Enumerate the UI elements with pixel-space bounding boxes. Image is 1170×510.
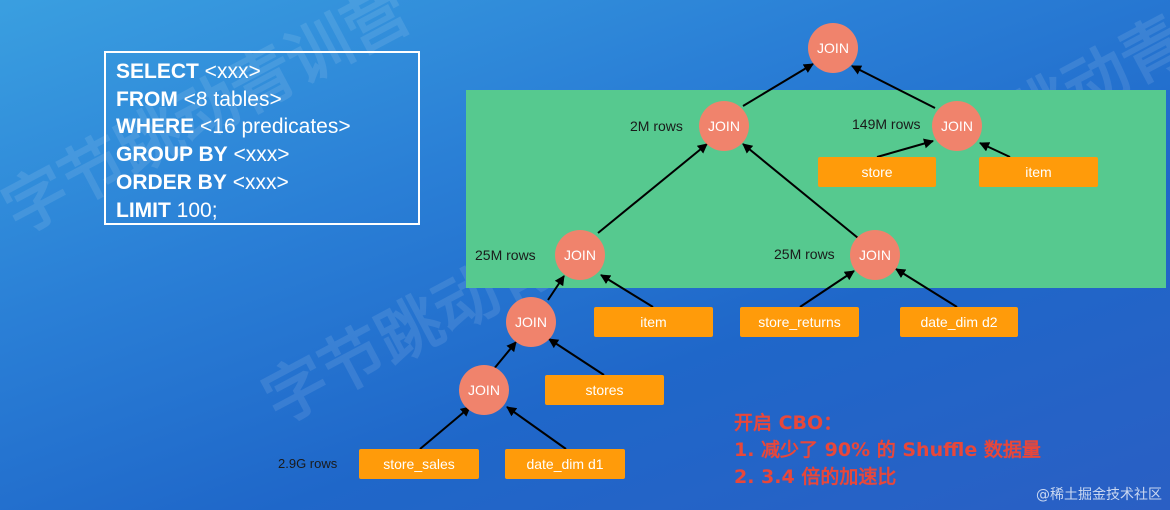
sql-keyword: GROUP BY [116,143,228,167]
edge-datedim1-to-join7 [506,406,567,450]
edge-join3-to-root [851,65,936,109]
edge-item-to-join3 [979,142,1011,158]
table-store: store [818,157,936,187]
table-date-dim-d1: date_dim d1 [505,449,625,479]
edge-stores-to-join6 [548,338,605,376]
sql-value: <xxx> [198,60,261,83]
row-count-label: 25M rows [475,247,536,263]
sql-line-group-by: GROUP BY <xxx> [116,141,408,169]
sql-line-where: WHERE <16 predicates> [116,113,408,141]
sql-line-from: FROM <8 tables> [116,86,408,114]
sql-value: <8 tables> [177,87,282,111]
sql-value: <xxx> [227,143,290,167]
sql-keyword: SELECT [116,60,199,83]
table-store-returns: store_returns [740,307,859,337]
table-stores: stores [545,375,664,405]
cbo-point-2: 2. 3.4 倍的加速比 [734,466,897,488]
sql-query-box: SELECT <xxx> FROM <8 tables> WHERE <16 p… [104,51,420,225]
edge-join5-to-join2 [742,143,859,239]
table-store-sales: store_sales [359,449,479,479]
row-count-label: 2M rows [630,118,683,134]
table-item: item [594,307,713,337]
join-node: JOIN [459,365,509,415]
join-node-root: JOIN [808,23,858,73]
sql-value: <16 predicates> [194,115,351,139]
sql-line-order-by: ORDER BY <xxx> [116,169,408,197]
edge-item-to-join4 [600,274,654,308]
source-watermark: @稀土掘金技术社区 [1036,487,1162,503]
table-item: item [979,157,1098,187]
join-node: JOIN [555,230,605,280]
join-node: JOIN [699,101,749,151]
edge-store-to-join3 [876,138,934,158]
join-node: JOIN [932,101,982,151]
join-node: JOIN [850,230,900,280]
edge-storesales-to-join7 [419,406,471,450]
cbo-title: 开启 CBO： [734,412,843,434]
sql-line-limit: LIMIT 100; [116,197,408,225]
join-node: JOIN [506,297,556,347]
edge-datedim2-to-join5 [895,268,958,308]
row-count-label: 25M rows [774,246,835,262]
row-count-label: 149M rows [852,116,921,132]
sql-keyword: LIMIT [116,198,171,222]
cbo-point-1: 1. 减少了 90% 的 Shuffle 数据量 [734,439,1041,461]
row-count-label: 2.9G rows [278,456,338,471]
edge-join7-to-join6 [492,341,517,371]
table-date-dim-d2: date_dim d2 [900,307,1018,337]
edge-storereturns-to-join5 [799,270,855,308]
sql-value: <xxx> [226,170,289,194]
sql-keyword: FROM [116,87,178,111]
sql-value: 100; [170,198,218,222]
edge-join6-to-join4 [547,275,565,301]
cbo-annotation: 开启 CBO： 1. 减少了 90% 的 Shuffle 数据量 2. 3.4 … [734,410,1041,491]
sql-line-select: SELECT <xxx> [116,58,408,86]
sql-keyword: ORDER BY [116,170,227,194]
sql-keyword: WHERE [116,115,195,139]
edge-join2-to-root [742,63,814,107]
edge-join4-to-join2 [597,143,708,234]
